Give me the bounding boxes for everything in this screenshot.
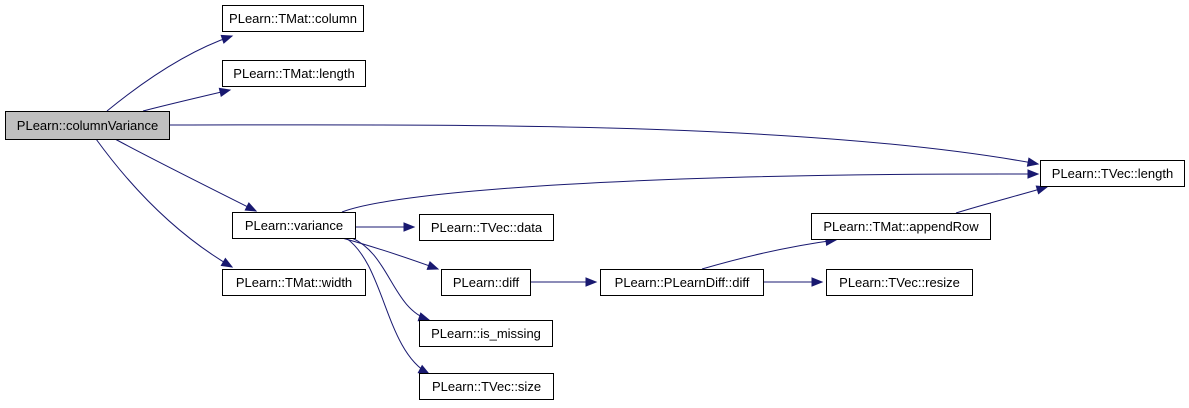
edge-columnVariance-to-tmat_length [142, 87, 232, 112]
node-tvec_data[interactable]: PLearn::TVec::data [419, 214, 554, 241]
node-tmat_length[interactable]: PLearn::TMat::length [222, 60, 366, 87]
node-box[interactable] [1040, 160, 1185, 187]
edge-columnVariance-to-tmat_width [95, 138, 234, 268]
edge-line [955, 186, 1048, 214]
edge-line [114, 138, 257, 212]
node-label: PLearn::TVec::data [431, 220, 543, 235]
node-box[interactable] [419, 320, 553, 347]
edge-columnVariance-to-tvec_length [168, 124, 1040, 167]
edge-variance-to-diff [341, 237, 440, 270]
edge-variance-to-tvec_data [355, 222, 416, 232]
node-tvec_resize[interactable]: PLearn::TVec::resize [826, 269, 973, 296]
node-label: PLearn::TMat::appendRow [823, 219, 979, 234]
node-box[interactable] [419, 373, 554, 400]
node-box[interactable] [441, 269, 531, 296]
node-box[interactable] [826, 269, 973, 296]
node-is_missing[interactable]: PLearn::is_missing [419, 320, 553, 347]
edge-line [168, 124, 1039, 165]
node-box[interactable] [5, 111, 170, 140]
node-label: PLearn::columnVariance [17, 118, 158, 133]
arrowhead-icon [417, 312, 431, 322]
node-tvec_length[interactable]: PLearn::TVec::length [1040, 160, 1185, 187]
edge-tmat_appendRow-to-tvec_length [955, 185, 1049, 214]
node-label: PLearn::TVec::length [1052, 166, 1173, 181]
edge-layer [95, 34, 1049, 375]
edge-plearndiff_diff-to-tvec_resize [763, 277, 824, 287]
node-box[interactable] [222, 5, 364, 32]
edge-line [95, 138, 233, 268]
node-box[interactable] [222, 269, 366, 296]
node-box[interactable] [232, 212, 356, 239]
node-label: PLearn::TMat::length [233, 66, 354, 81]
node-label: PLearn::is_missing [431, 326, 541, 341]
node-label: PLearn::TMat::width [236, 275, 352, 290]
arrowhead-icon [403, 222, 416, 232]
node-layer: PLearn::columnVariance PLearn::TMat::colu… [5, 5, 1185, 400]
node-diff[interactable]: PLearn::diff [441, 269, 531, 296]
node-box[interactable] [811, 213, 991, 240]
node-label: PLearn::TVec::size [432, 379, 541, 394]
node-variance[interactable]: PLearn::variance [232, 212, 356, 239]
arrowhead-icon [811, 277, 824, 287]
node-plearndiff_diff[interactable]: PLearn::PLearnDiff::diff [600, 269, 764, 296]
node-label: PLearn::variance [245, 218, 343, 233]
edge-variance-to-tvec_size [345, 237, 431, 375]
edge-columnVariance-to-variance [114, 138, 258, 212]
arrowhead-icon [585, 277, 598, 287]
arrowhead-icon [1035, 185, 1049, 195]
edge-plearndiff_diff-to-tmat_appendRow [701, 236, 838, 270]
arrowhead-icon [426, 260, 440, 270]
node-box[interactable] [419, 214, 554, 241]
edge-variance-to-tvec_length [341, 169, 1040, 213]
node-box[interactable] [222, 60, 366, 87]
edge-line [142, 89, 231, 112]
node-label: PLearn::TVec::resize [839, 275, 960, 290]
node-tvec_size[interactable]: PLearn::TVec::size [419, 373, 554, 400]
arrowhead-icon [220, 34, 234, 44]
node-label: PLearn::PLearnDiff::diff [615, 275, 750, 290]
node-columnVariance[interactable]: PLearn::columnVariance [5, 111, 170, 140]
edge-line [351, 237, 430, 321]
node-label: PLearn::diff [453, 275, 520, 290]
edge-line [341, 237, 439, 270]
node-tmat_appendRow[interactable]: PLearn::TMat::appendRow [811, 213, 991, 240]
arrowhead-icon [220, 257, 234, 268]
edge-line [701, 239, 837, 270]
arrowhead-icon [1026, 157, 1040, 167]
edge-columnVariance-to-tmat_column [106, 34, 234, 112]
edge-line [345, 237, 430, 375]
node-box[interactable] [600, 269, 764, 296]
arrowhead-icon [218, 87, 232, 98]
edge-line [341, 173, 1039, 213]
node-tmat_column[interactable]: PLearn::TMat::column [222, 5, 364, 32]
arrowhead-icon [1027, 169, 1040, 179]
edge-line [106, 35, 233, 112]
edge-diff-to-plearndiff_diff [530, 277, 598, 287]
arrowhead-icon [417, 364, 431, 375]
arrowhead-icon [244, 202, 258, 212]
node-tmat_width[interactable]: PLearn::TMat::width [222, 269, 366, 296]
node-label: PLearn::TMat::column [229, 11, 357, 26]
